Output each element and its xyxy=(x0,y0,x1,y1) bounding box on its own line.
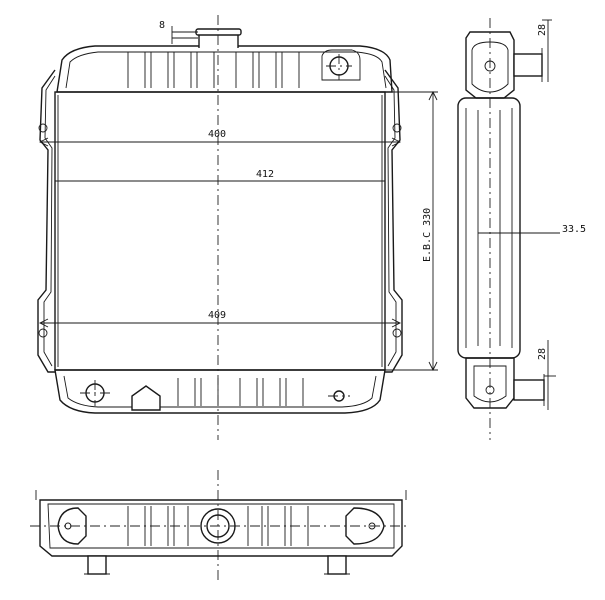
side-upper-pipe xyxy=(513,53,543,77)
side-view: 28 33.5 28 xyxy=(457,18,586,440)
drain-outlet xyxy=(131,385,161,411)
bottom-right-loop xyxy=(345,507,385,545)
side-top-tank xyxy=(465,31,515,99)
upper-tank xyxy=(56,45,393,93)
dim-412-label: 412 xyxy=(256,169,274,180)
upper-tank-ribs xyxy=(127,52,300,88)
bottom-view xyxy=(30,470,410,580)
dim-side-bottom-label: 28 xyxy=(537,348,548,360)
lower-tank xyxy=(54,369,386,414)
lower-tank-ribs xyxy=(177,378,304,406)
side-bottom-tank xyxy=(465,357,515,409)
dim-400-label: 400 xyxy=(208,129,226,140)
dim-side-top-label: 28 xyxy=(537,24,548,36)
right-side-bracket xyxy=(384,69,403,373)
filler-cap xyxy=(195,28,242,36)
dim-33-5: 33.5 xyxy=(478,224,586,235)
front-view: 400 412 409 8 E.B.C 330 xyxy=(37,15,438,440)
dim-cap-offset: 8 xyxy=(159,20,198,44)
dim-side-top-28: 28 xyxy=(537,19,552,82)
dim-409-label: 409 xyxy=(208,310,226,321)
side-core xyxy=(457,97,521,359)
bottom-ribs xyxy=(127,506,309,546)
dim-412: 412 xyxy=(55,169,385,182)
bottom-left-loop xyxy=(57,507,87,545)
dim-cap-offset-label: 8 xyxy=(159,20,165,31)
bottom-pipe-right xyxy=(327,555,347,575)
dim-ebc-330: E.B.C 330 xyxy=(385,90,438,372)
dim-409: 409 xyxy=(38,310,402,328)
filler-cap-top-view xyxy=(200,508,236,544)
dim-side-bottom-28: 28 xyxy=(537,340,556,410)
side-lower-pipe xyxy=(513,379,545,401)
dim-33-5-label: 33.5 xyxy=(562,224,586,235)
bottom-tank-outline xyxy=(39,499,403,557)
left-side-bracket xyxy=(37,69,56,373)
dim-400: 400 xyxy=(38,129,402,147)
dim-ebc-330-label: E.B.C 330 xyxy=(422,208,433,262)
bottom-pipe-left xyxy=(87,555,107,575)
